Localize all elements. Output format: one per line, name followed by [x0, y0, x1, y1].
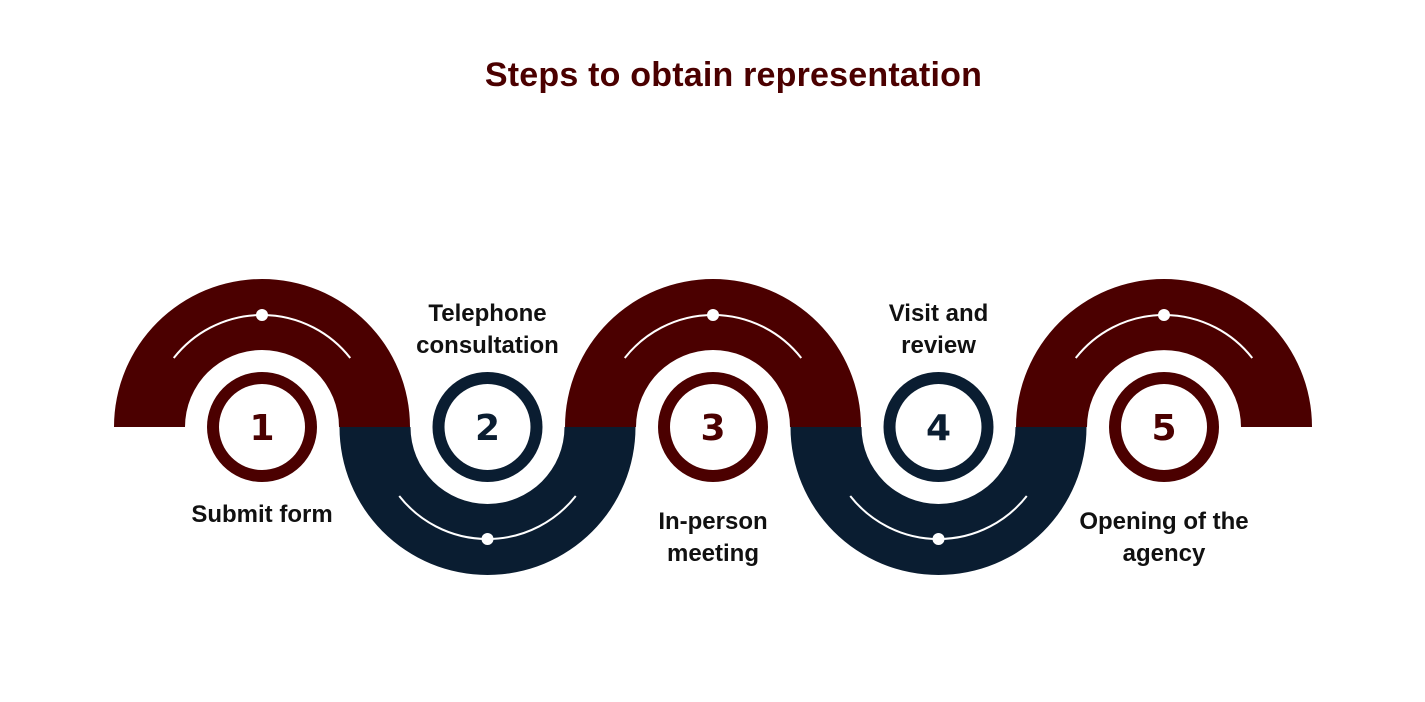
step-circles-layer: 1 2 3 4 5	[207, 372, 1219, 482]
step-1-number: 1	[249, 408, 274, 449]
step-2-arc-band	[339, 427, 636, 575]
step-3-label-line-2: meeting	[667, 540, 759, 567]
step-2-circle-inner	[444, 384, 531, 470]
step-3-arc-band	[565, 279, 861, 427]
step-5-apex-dot	[1158, 309, 1170, 321]
step-3-label-line-1: In-person	[658, 508, 767, 535]
step-5-label-line-2: agency	[1123, 540, 1206, 567]
step-4-label-line-1: Visit and	[889, 300, 989, 327]
step-4-apex-dot	[932, 533, 945, 545]
step-2-number: 2	[475, 408, 500, 449]
step-2-apex-dot	[481, 533, 494, 545]
step-4-label-line-2: review	[901, 332, 976, 359]
diagram-title: Steps to obtain representation	[484, 56, 983, 94]
step-1-apex-dot	[256, 309, 268, 321]
step-5-number: 5	[1151, 408, 1176, 449]
step-labels-layer: Submit form Telephone consultationIn-perso…	[191, 300, 1248, 567]
step-2-label-line-1: Telephone	[428, 300, 546, 327]
step-1-arc-band	[114, 279, 410, 427]
step-2-label-line-2: consultation	[416, 332, 559, 359]
step-3-circle-inner	[670, 384, 756, 470]
arcs-layer	[114, 279, 1312, 575]
step-4-arc-band	[790, 427, 1087, 575]
step-1-circle-inner	[219, 384, 305, 470]
step-1-label-line-1: Submit form	[191, 501, 332, 528]
step-3-number: 3	[700, 408, 725, 449]
step-4-number: 4	[926, 408, 951, 449]
step-4-circle-inner	[895, 384, 982, 470]
step-5-circle-inner	[1121, 384, 1207, 470]
step-5-label-line-1: Opening of the	[1079, 508, 1248, 535]
step-3-apex-dot	[707, 309, 719, 321]
step-5-arc-band	[1016, 279, 1312, 427]
